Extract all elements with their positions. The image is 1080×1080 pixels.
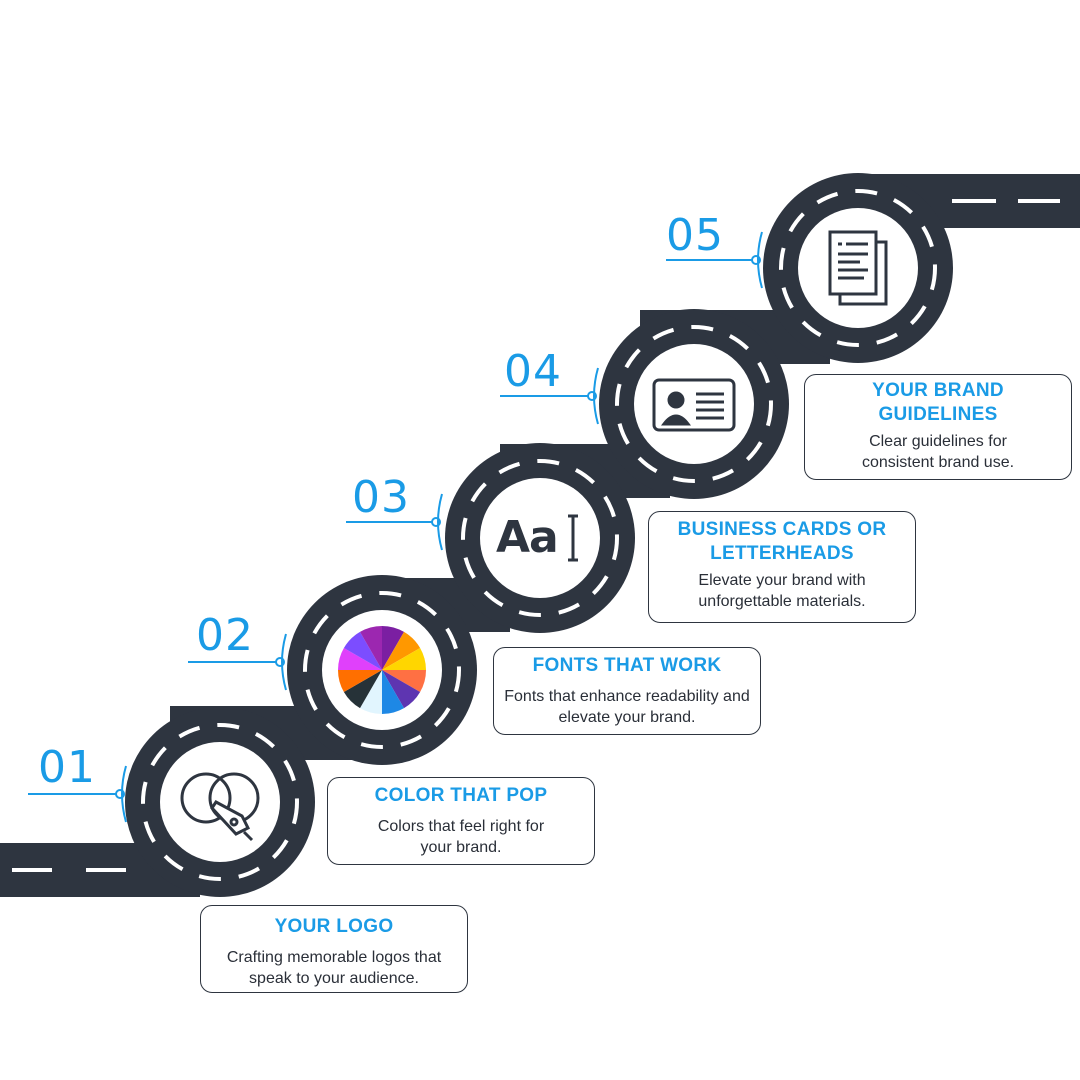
text-cursor-icon [568,514,578,562]
step-description-1: Crafting memorable logos that speak to y… [226,949,442,987]
color-wheel-slice [343,631,382,670]
color-wheel-slice [338,670,382,692]
step-number-2: 02 [196,610,254,661]
typography-icon: Aa [480,478,600,598]
color-wheel-slice [382,648,426,670]
documents-icon [828,230,888,306]
step-number-3: 03 [352,472,410,523]
color-wheel-icon [338,626,426,714]
step-title-5: YOUR BRAND GUIDELINES [872,380,1004,425]
color-wheel-slice [360,670,382,714]
step-number-5: 05 [666,210,724,261]
logo-design-pen-icon [180,772,260,842]
step-title-1: YOUR LOGO [274,916,394,937]
accent-arcs [121,231,763,823]
typography-icon-text: Aa [496,512,559,563]
step-title-2: COLOR THAT POP [374,785,548,806]
step-title-4: BUSINESS CARDS OR LETTERHEADS [677,519,887,564]
step-description-3: Fonts that enhance readability and eleva… [504,688,750,726]
step-card-2: COLOR THAT POP Colors that feel right fo… [327,777,595,865]
step-card-1: YOUR LOGO Crafting memorable logos that … [200,905,468,993]
color-wheel-slice [360,626,382,670]
color-wheel-slice [338,648,382,670]
step-number-4: 04 [504,346,562,397]
color-wheel-slice [382,631,421,670]
roundabout-3 [445,443,635,633]
step-card-3: FONTS THAT WORK Fonts that enhance reada… [493,647,761,735]
color-wheel-slice [343,670,382,709]
color-wheel-slice [382,670,426,692]
step-number-1: 01 [38,742,96,793]
step-card-4: BUSINESS CARDS OR LETTERHEADS Elevate yo… [648,511,916,623]
roundabout-4 [599,309,789,499]
color-wheel-slice [382,670,404,714]
color-wheel-slice [382,626,404,670]
leader-lines [28,255,761,799]
roundabout-1 [125,707,315,897]
step-title-3: FONTS THAT WORK [532,655,722,676]
color-wheel-slice [382,670,421,709]
business-card-icon [652,378,736,432]
step-description-2: Colors that feel right for your brand. [377,818,545,856]
step-description-4: Elevate your brand with unforgettable ma… [698,572,866,610]
step-description-5: Clear guidelines for consistent brand us… [861,433,1015,471]
step-card-5: YOUR BRAND GUIDELINES Clear guidelines f… [804,374,1072,480]
